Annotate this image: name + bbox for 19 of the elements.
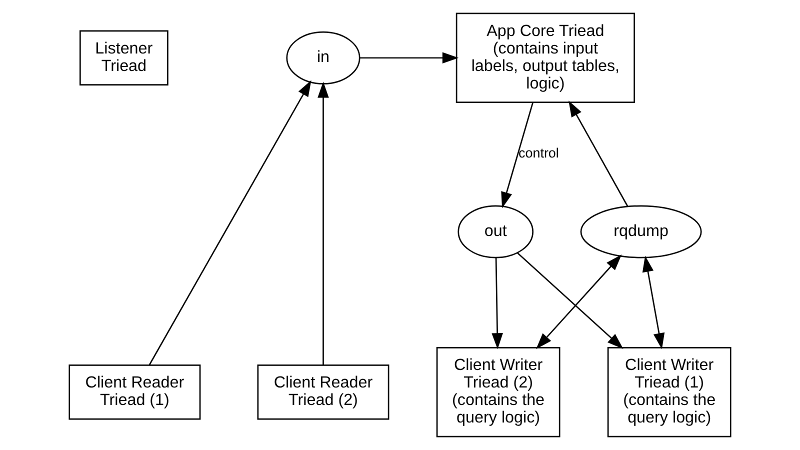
arrow [318,82,329,365]
arrow [501,102,534,208]
arrow [360,52,459,64]
node-ellipse: in [286,31,360,84]
node-box: Client Reader Triead (1) [68,364,201,420]
node-ellipse: rqdump [580,205,702,258]
arrow [516,252,624,349]
arrow [568,100,628,207]
arrow [642,256,665,350]
node-box: Client Writer Triead (2) (contains the query logic) [436,347,560,438]
node-ellipse: out [458,205,534,258]
arrow [536,254,622,350]
edge-label: control [518,146,559,161]
node-box: App Core Triead (contains input labels, output tables, logic) [456,12,635,103]
arrow [492,258,503,350]
node-box: Client Reader Triead (2) [257,364,390,420]
arrow [148,80,312,366]
node-box: Listener Triead [79,30,168,86]
node-box: Client Writer Triead (1) (contains the query logic) [607,347,732,438]
